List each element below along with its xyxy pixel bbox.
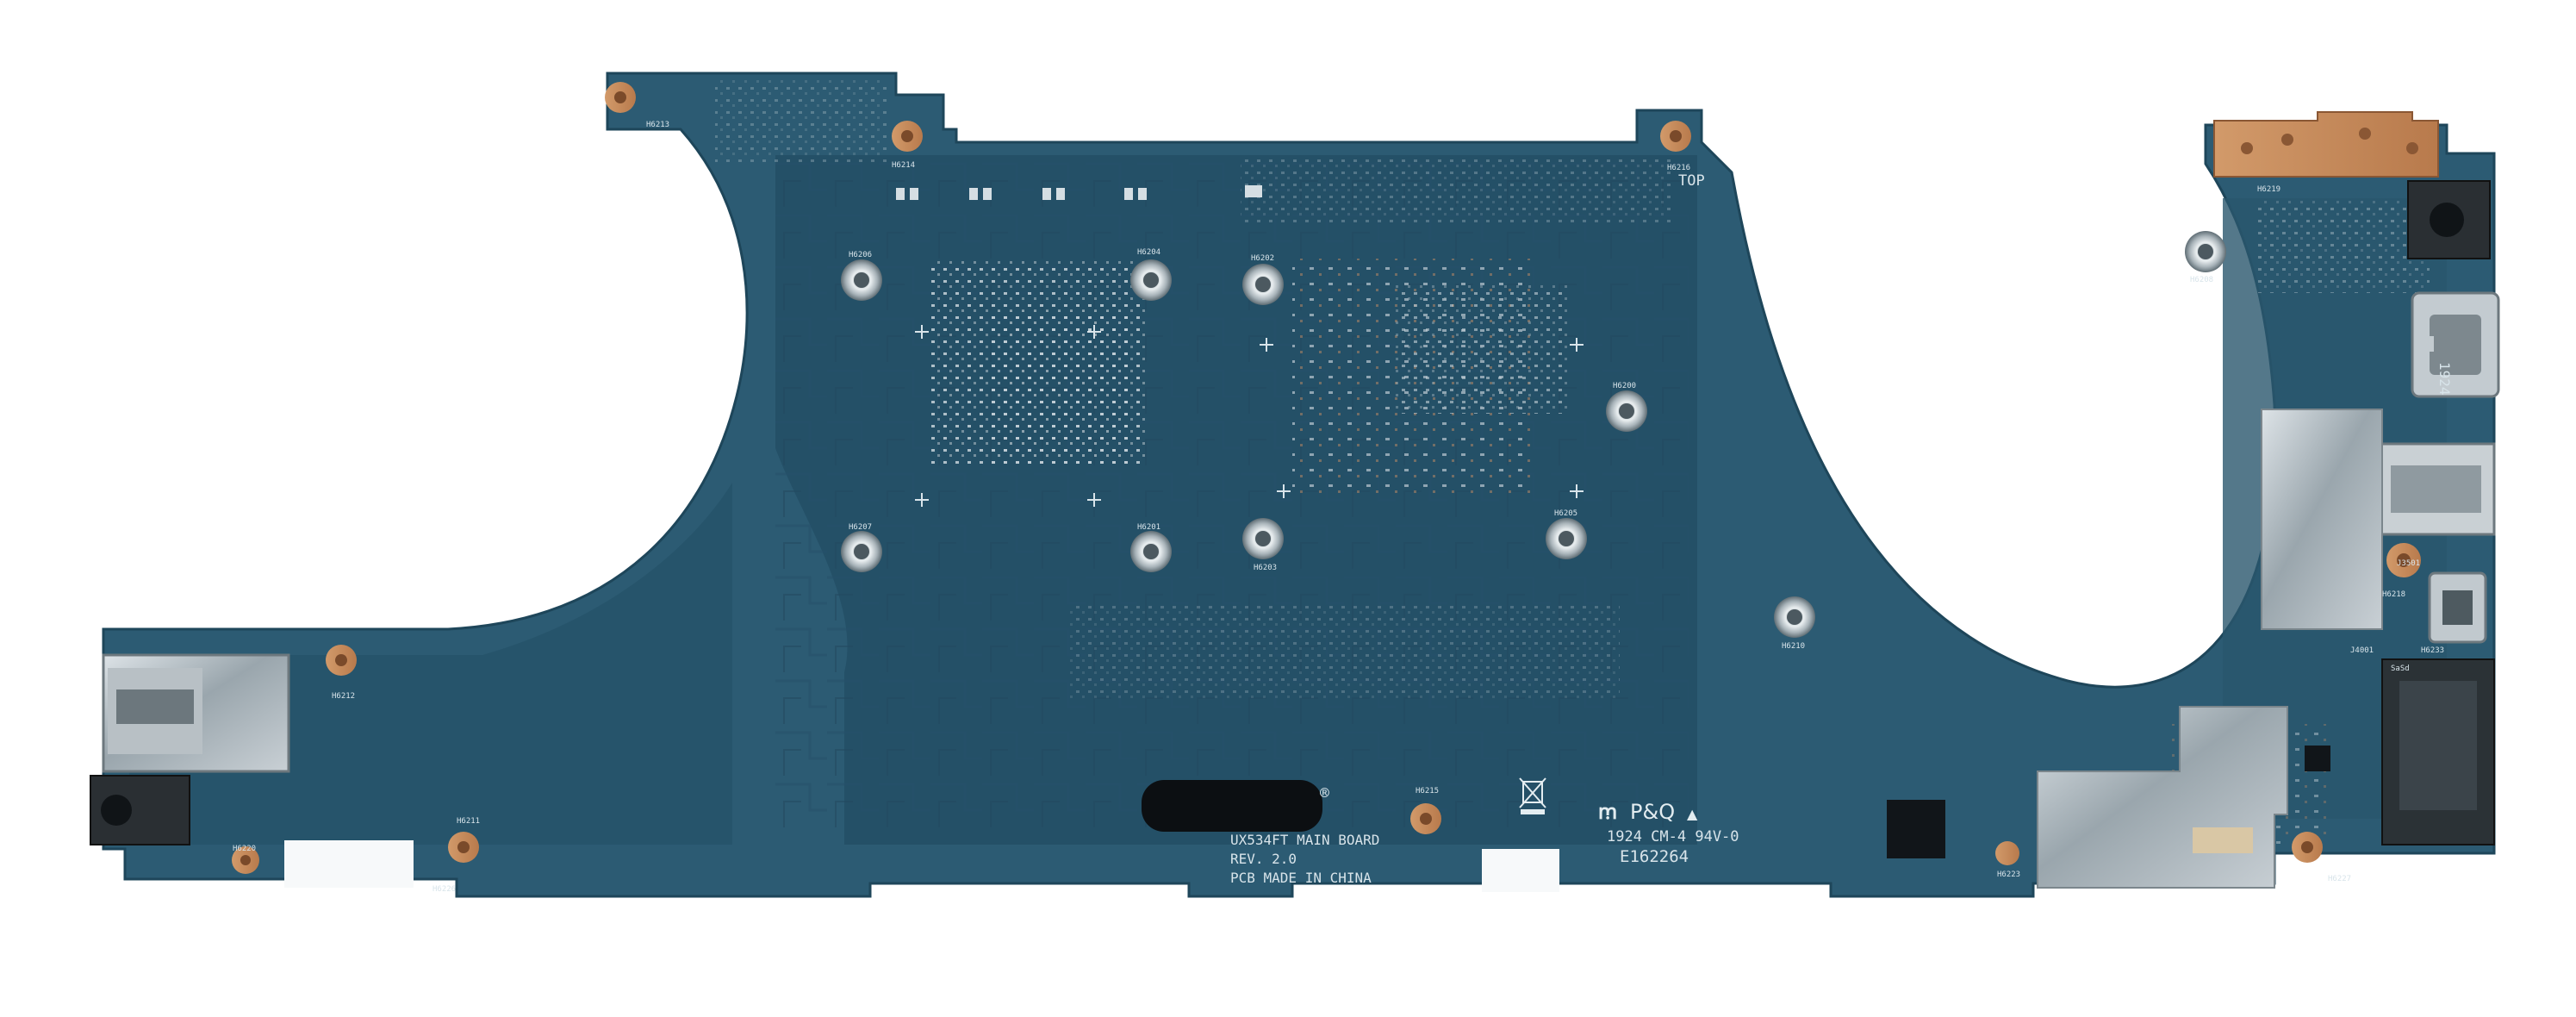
ul-file-text: E162264: [1620, 847, 1689, 866]
mounting-pads: [232, 82, 2421, 874]
made-in-text: PCB MADE IN CHINA: [1230, 870, 1372, 886]
svg-text:J4001: J4001: [2350, 646, 2374, 655]
svg-text:H6203: H6203: [1254, 564, 1277, 572]
svg-text:H6212: H6212: [332, 692, 355, 701]
mount-hole-h6215: [1410, 803, 1441, 834]
svg-text:H6216: H6216: [1667, 164, 1690, 172]
svg-text:H6200: H6200: [1613, 382, 1636, 390]
shield-tab: [2193, 827, 2253, 853]
capacitor-row: [896, 185, 1262, 200]
board-name-text: UX534FT MAIN BOARD: [1230, 832, 1379, 848]
svg-text:H6223: H6223: [1997, 870, 2020, 879]
svg-text:H6207: H6207: [849, 523, 872, 532]
usb-a-port-left: [102, 653, 290, 773]
mount-hole-h6216: [1660, 121, 1691, 152]
standoff-h6206: [841, 259, 882, 301]
svg-text:H6211: H6211: [457, 817, 480, 826]
misc-labels: J3501 J4001 H6233 SaSd: [2350, 559, 2444, 673]
svg-text:H6210: H6210: [1782, 642, 1805, 651]
date-code-text: 1924 CM-4 94V-0: [1607, 828, 1739, 845]
svg-text:H6208: H6208: [2190, 276, 2213, 284]
mount-hole-h6218: [2386, 543, 2421, 577]
ul-mark-block: ꭑ P&Q ▲ 1924 CM-4 94V-0 E162264: [1598, 800, 1739, 866]
redaction-blob: [1142, 780, 1322, 832]
ul-logo-icon: ꭑ: [1598, 800, 1617, 824]
standoff-h6210: [1774, 596, 1815, 638]
white-label-left: [284, 840, 414, 888]
svg-text:H6227: H6227: [2328, 875, 2351, 883]
black-ic: [1887, 800, 1945, 858]
standoff-h6204: [1130, 259, 1172, 301]
svg-text:H6218: H6218: [2382, 590, 2405, 599]
standoff-h6205: [1546, 518, 1587, 559]
component-field-bottom: [1068, 603, 1620, 698]
standoff-h6207: [841, 531, 882, 572]
usb-c-port-1: [2411, 291, 2500, 398]
connector-label-text: 1924: [2436, 362, 2453, 396]
svg-text:H6202: H6202: [1251, 254, 1274, 263]
svg-text:H6205: H6205: [1554, 509, 1577, 518]
svg-text:H6213: H6213: [646, 121, 669, 129]
triangle-icon: ▲: [1687, 806, 1698, 822]
usb-c-port-2: [2428, 571, 2487, 644]
component-field-top-left: [715, 78, 887, 164]
standoff-h6208: [2185, 231, 2226, 272]
svg-text:H6233: H6233: [2421, 646, 2444, 655]
usb-a-port-right: [2376, 442, 2496, 536]
sd-card-slot: [2381, 658, 2495, 845]
svg-text:H6220: H6220: [233, 845, 256, 853]
standoff-h6200: [1606, 390, 1647, 432]
standoff-h6202: [1242, 264, 1284, 305]
revision-text: REV. 2.0: [1230, 851, 1297, 867]
mount-hole-h6227: [2292, 832, 2323, 863]
mount-hole-h6220: [232, 846, 259, 874]
registered-mark: ®: [1320, 784, 1329, 802]
component-field-top: [1241, 155, 1671, 224]
mount-hole-h6223: [1995, 841, 2019, 865]
recycle-mark-icon: [1519, 777, 1546, 814]
svg-text:H6206: H6206: [849, 251, 872, 259]
svg-text:H6204: H6204: [1137, 248, 1160, 257]
svg-text:H6226: H6226: [432, 885, 456, 894]
svg-text:SaSd: SaSd: [2391, 664, 2410, 673]
bga-field-right-2: [1396, 284, 1568, 414]
bga-field-left-2: [991, 310, 1129, 465]
screw-standoffs: [841, 231, 2226, 638]
audio-jack-right: [2407, 180, 2491, 259]
top-marker-text: TOP: [1678, 172, 1705, 190]
bracket-holes: [2241, 128, 2418, 154]
svg-text:H6214: H6214: [892, 161, 915, 170]
standoff-h6201: [1130, 531, 1172, 572]
mount-hole-h6214: [892, 121, 923, 152]
copper-bracket: [2213, 111, 2439, 178]
shield-right-upper: [2261, 409, 2383, 630]
hole-labels: H6213 H6214 H6216 H6219 H6212 H6220 H621…: [233, 121, 2405, 894]
white-label-center: [1482, 849, 1559, 892]
svg-text:J3501: J3501: [2397, 559, 2420, 568]
audio-jack-left: [90, 775, 190, 845]
board-info-block: UX534FT MAIN BOARD REV. 2.0 PCB MADE IN …: [1230, 784, 1379, 886]
pq-mark-text: P&Q: [1630, 800, 1675, 824]
ic-small: [2305, 746, 2330, 771]
svg-text:H6201: H6201: [1137, 523, 1160, 532]
mount-hole-h6213: [605, 82, 636, 113]
mount-hole-h6211: [448, 832, 479, 863]
svg-text:H6219: H6219: [2257, 185, 2280, 194]
fiducial-marks: [915, 325, 1584, 507]
mount-hole-h6212: [326, 645, 357, 676]
pcb-trace-field: [775, 155, 1689, 827]
svg-text:H6215: H6215: [1416, 787, 1439, 796]
component-field-right: [2257, 198, 2430, 293]
standoff-h6203: [1242, 518, 1284, 559]
